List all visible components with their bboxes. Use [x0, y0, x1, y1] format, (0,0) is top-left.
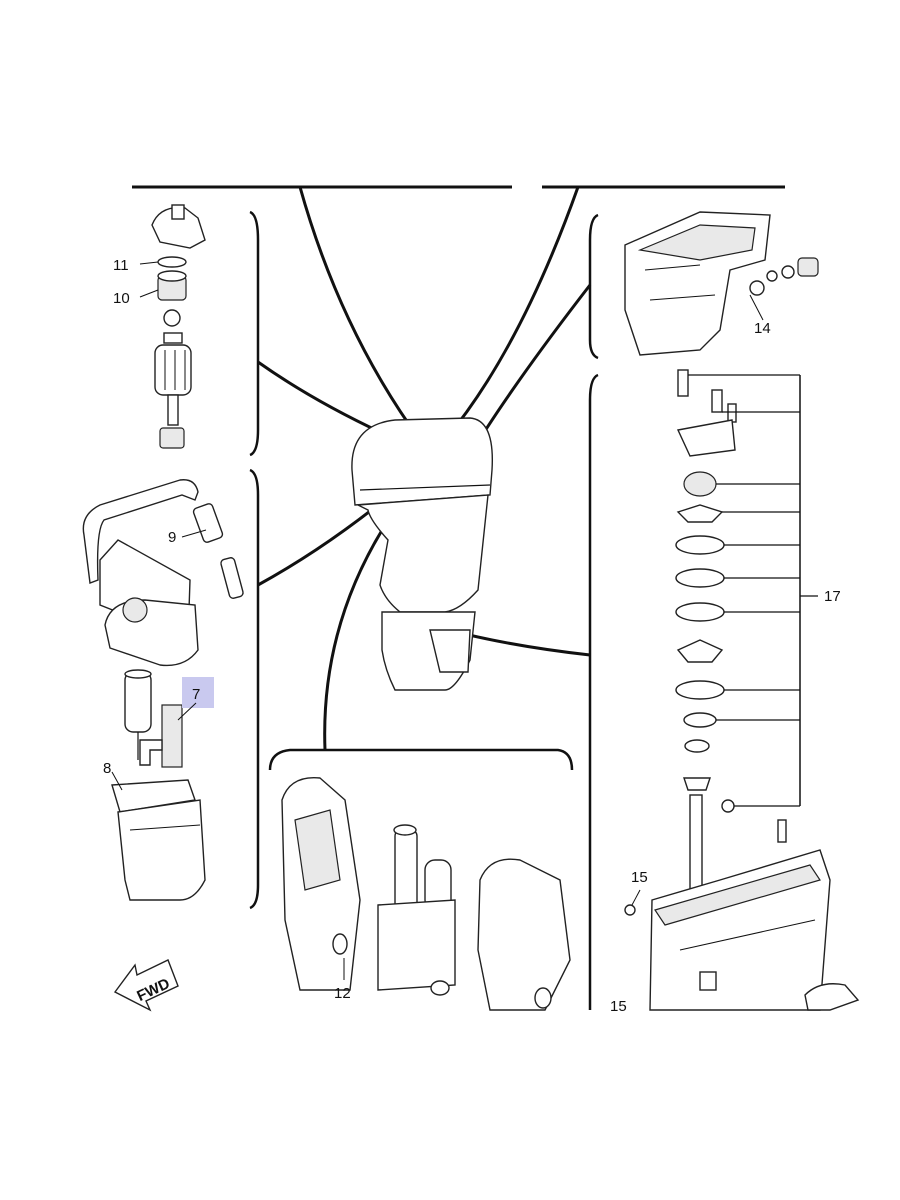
callout-17: 17	[824, 588, 841, 605]
forward-arrow: FWD	[113, 959, 179, 1012]
water-pump-stack	[675, 369, 737, 891]
callout-14: 14	[754, 320, 771, 337]
callout-9: 9	[168, 529, 176, 546]
callout-11: 11	[113, 257, 129, 274]
upper-casing	[624, 211, 819, 356]
callout-15-upper: 15	[631, 869, 648, 886]
callout-15-lower: 15	[610, 998, 627, 1015]
callout-10: 10	[113, 290, 130, 307]
bracket-tilt-assembly	[281, 776, 571, 1011]
fuel-filter-assembly	[151, 204, 206, 449]
frame-lines	[132, 185, 785, 1010]
outboard-engine	[351, 417, 494, 691]
callout-7-highlight	[182, 677, 214, 708]
callout-labels: 7 8 9 10 11 12 14 15 15 17	[103, 257, 841, 1015]
callout-7: 7	[192, 686, 200, 703]
callout-leaders	[111, 261, 764, 980]
fuel-pump-assembly	[82, 479, 244, 901]
callout-12: 12	[334, 985, 351, 1002]
callout-8: 8	[103, 760, 111, 777]
lower-gear-case	[624, 819, 860, 1011]
callout-17-bracket	[688, 374, 818, 807]
